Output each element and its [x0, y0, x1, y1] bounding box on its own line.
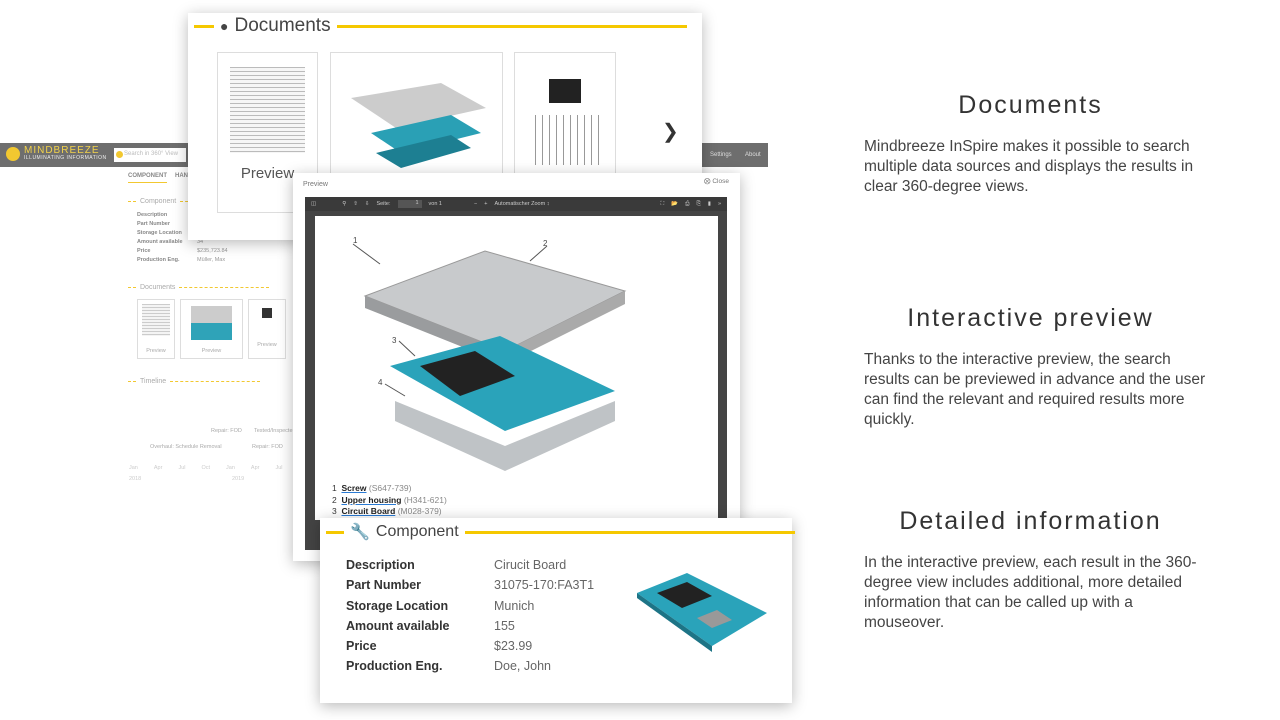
wrench-icon: 🔧	[350, 524, 370, 541]
zoom-out-icon[interactable]: −	[474, 201, 478, 207]
feature-text: Mindbreeze InSpire makes it possible to …	[864, 138, 1194, 195]
tab-component[interactable]: COMPONENT	[128, 173, 167, 183]
more-tools-icon[interactable]: »	[717, 201, 721, 207]
legend-item[interactable]: 3 Circuit Board (M028-379)	[332, 506, 442, 516]
bg-doc-thumb[interactable]: Preview	[180, 299, 243, 359]
close-button[interactable]: ⨂ Close	[704, 178, 729, 185]
print-icon[interactable]: ⎙	[685, 200, 690, 207]
preview-title: Preview	[303, 181, 328, 188]
callout: 1	[353, 236, 358, 245]
feature-text: Thanks to the interactive preview, the s…	[864, 351, 1206, 428]
next-chevron-icon[interactable]: ❯	[662, 121, 679, 143]
zoom-in-icon[interactable]: +	[484, 201, 488, 207]
timeline-event[interactable]: Overhaul: Schedule Removal	[150, 444, 222, 450]
next-page-icon[interactable]: ⇩	[364, 201, 370, 207]
fullscreen-icon[interactable]: ⛶	[660, 200, 665, 207]
page-input[interactable]: 1	[397, 200, 422, 208]
zoom-select[interactable]: Automatischer Zoom ↕	[494, 201, 550, 207]
tab-han[interactable]: HAN	[175, 173, 188, 179]
feature-title: Interactive preview	[907, 304, 1154, 332]
comment-icon: ●	[220, 18, 229, 34]
bg-documents-title: Documents	[128, 284, 269, 291]
pdf-page: 1 2 3 4 1 Screw (S647-739) 2 Upper housi…	[315, 216, 718, 520]
bg-component-title: Component	[128, 198, 270, 205]
documents-title: Documents	[234, 15, 331, 36]
sidebar-toggle-icon[interactable]: ◫	[311, 201, 317, 207]
callout: 2	[543, 239, 548, 248]
timeline-event[interactable]: Tested/Inspecte	[254, 428, 293, 434]
nav-about[interactable]: About	[745, 152, 761, 158]
bg-timeline-title: Timeline	[128, 378, 260, 385]
component-title: Component	[375, 523, 459, 540]
search-icon[interactable]: ⚲	[342, 201, 347, 207]
bg-doc-thumb[interactable]: Preview	[137, 299, 175, 359]
logo-icon	[6, 146, 20, 161]
timeline-event[interactable]: Repair: FOD	[211, 428, 242, 434]
feature-title: Detailed information	[899, 507, 1162, 535]
feature-text: In the interactive preview, each result …	[864, 554, 1197, 631]
search-input[interactable]: Search in 360° View	[114, 148, 186, 162]
legend-item[interactable]: 1 Screw (S647-739)	[332, 483, 412, 493]
parts-legend: 1 Screw (S647-739) 2 Upper housing (H341…	[332, 483, 447, 518]
circuit-board-image	[637, 573, 767, 652]
nav-settings[interactable]: Settings	[710, 152, 732, 158]
ssd-exploded-diagram	[352, 243, 627, 471]
feature-title: Documents	[958, 91, 1103, 119]
bg-doc-thumb[interactable]: Preview	[248, 299, 286, 359]
timeline-event[interactable]: Repair: FOD	[252, 444, 283, 450]
legend-item[interactable]: 2 Upper housing (H341-621)	[332, 494, 447, 505]
bookmark-icon[interactable]: ▮	[707, 201, 711, 207]
prev-page-icon[interactable]: ⇧	[353, 201, 358, 207]
callout: 3	[392, 336, 397, 345]
bg-component-table: Description Part Number Storage Location…	[137, 212, 228, 263]
download-icon[interactable]: ⎘	[696, 200, 701, 207]
open-file-icon[interactable]: 📂	[671, 201, 679, 207]
callout: 4	[378, 378, 383, 387]
